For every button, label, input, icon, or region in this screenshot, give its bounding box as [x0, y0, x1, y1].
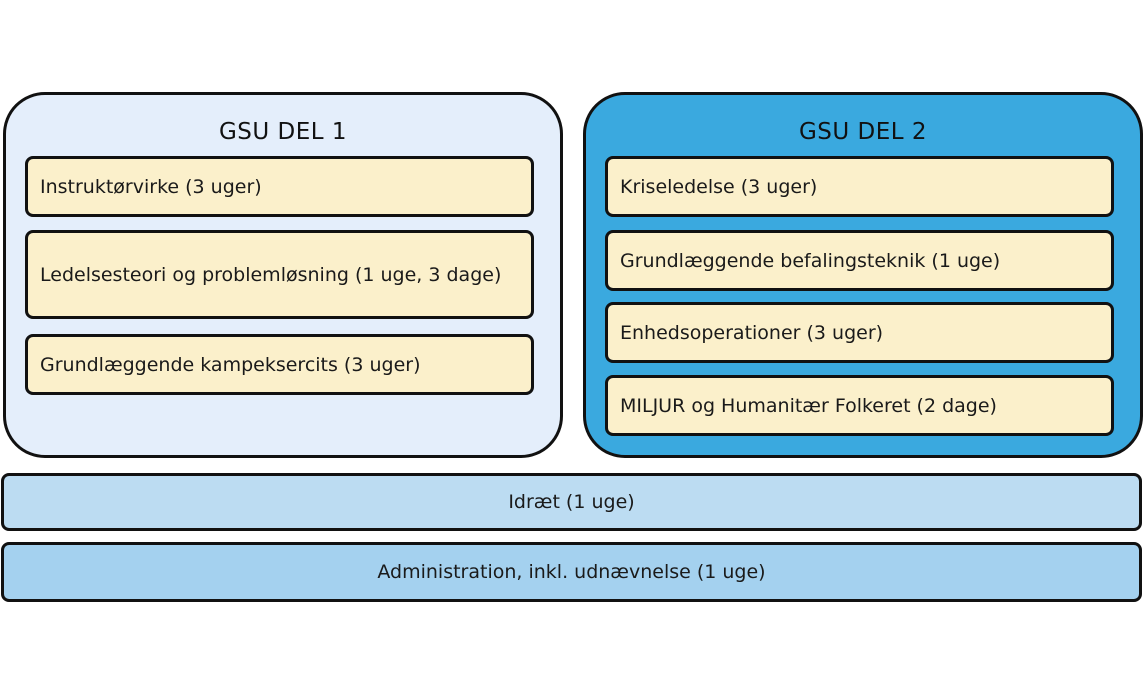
- gsu-del-1-panel: GSU DEL 1 Instruktørvirke (3 uger) Ledel…: [3, 92, 563, 458]
- course-item-enhedsoperationer: Enhedsoperationer (3 uger): [605, 302, 1114, 363]
- bar-administration: Administration, inkl. udnævnelse (1 uge): [1, 542, 1142, 602]
- course-item-befalingsteknik: Grundlæggende befalingsteknik (1 uge): [605, 230, 1114, 291]
- course-item-ledelsesteori: Ledelsesteori og problemløsning (1 uge, …: [25, 230, 534, 319]
- course-item-instruktorvirke: Instruktørvirke (3 uger): [25, 156, 534, 217]
- gsu-del-2-panel: GSU DEL 2 Kriseledelse (3 uger) Grundlæg…: [583, 92, 1143, 458]
- gsu-del-1-title: GSU DEL 1: [218, 119, 348, 145]
- course-item-kampeksercits: Grundlæggende kampeksercits (3 uger): [25, 334, 534, 395]
- gsu-del-2-title: GSU DEL 2: [798, 119, 928, 145]
- course-item-kriseledelse: Kriseledelse (3 uger): [605, 156, 1114, 217]
- bar-idraet: Idræt (1 uge): [1, 473, 1142, 531]
- course-item-miljur: MILJUR og Humanitær Folkeret (2 dage): [605, 375, 1114, 436]
